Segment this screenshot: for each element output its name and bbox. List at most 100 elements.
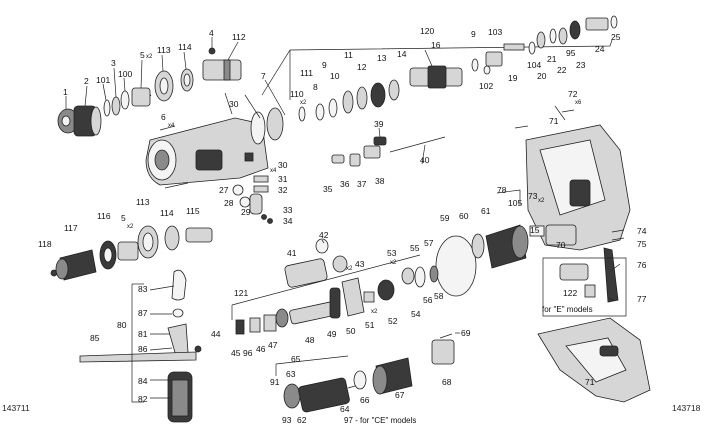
label-95: 95 — [566, 48, 576, 58]
label-66: 66 — [360, 395, 370, 405]
label-40: 40 — [420, 155, 430, 165]
label-117: 117 — [64, 223, 78, 233]
bracket-120 — [261, 39, 613, 100]
label-103: 103 — [488, 27, 502, 37]
label-19: 19 — [508, 73, 518, 83]
top-chuck-parts — [57, 47, 242, 137]
label-31: 31 — [278, 174, 288, 184]
label-110: 110 — [290, 89, 304, 99]
gear-housing — [145, 79, 286, 186]
label-70: 70 — [556, 240, 566, 250]
label-1: 1 — [63, 87, 68, 97]
label-33: 33 — [283, 205, 293, 215]
label-8: 8 — [313, 82, 318, 92]
label-42: 42 — [319, 230, 329, 240]
label-112: 112 — [232, 32, 246, 42]
label-120: 120 — [420, 26, 434, 36]
label-91: 91 — [270, 377, 280, 387]
label-81: 81 — [138, 329, 148, 339]
label-85: 85 — [90, 333, 100, 343]
label-54: 54 — [411, 309, 421, 319]
label-69: 69 — [461, 328, 471, 338]
label-34: 34 — [283, 216, 293, 226]
label-58: 58 — [434, 291, 444, 301]
label-63: 63 — [286, 369, 296, 379]
label-48: 48 — [305, 335, 315, 345]
switch-parts — [331, 136, 446, 167]
label-64: 64 — [340, 404, 350, 414]
label-80: 80 — [117, 320, 127, 330]
handle-shell — [537, 317, 651, 403]
motor-housing — [514, 109, 631, 251]
label-55: 55 — [410, 243, 420, 253]
label-102: 102 — [479, 81, 493, 91]
label-23: 23 — [576, 60, 586, 70]
label-46: 46 — [256, 344, 266, 354]
label-30a: 30 — [229, 99, 239, 109]
label-43: 43 — [355, 259, 365, 269]
label-7: 7 — [261, 71, 266, 81]
label-62: 62 — [297, 415, 307, 425]
label-27: 27 — [219, 185, 229, 195]
label-115: 115 — [186, 206, 200, 216]
label-61: 61 — [481, 206, 491, 216]
label-57: 57 — [424, 238, 434, 248]
label-6: 6 — [161, 112, 166, 122]
label-49: 49 — [327, 329, 337, 339]
label-25: 25 — [611, 32, 621, 42]
label-100: 100 — [118, 69, 132, 79]
label-114a: 114 — [178, 42, 192, 52]
label-78: 78 — [497, 185, 507, 195]
multiplier-53: x2 — [390, 260, 397, 266]
label-16: 16 — [431, 40, 441, 50]
reference-left: 143711 — [2, 403, 30, 413]
label-37: 37 — [357, 179, 367, 189]
armature — [275, 355, 367, 413]
armature-bearing-area — [435, 189, 545, 297]
label-30b: 30 — [278, 160, 288, 170]
label-45: 45 — [231, 348, 241, 358]
label-101: 101 — [96, 75, 110, 85]
side-handle — [79, 269, 202, 423]
label-3: 3 — [111, 58, 116, 68]
label-35: 35 — [323, 184, 333, 194]
label-83: 83 — [138, 284, 148, 294]
multiplier-43: x2 — [346, 266, 353, 272]
top-spindle-parts — [298, 15, 618, 122]
multiplier-72: x6 — [575, 100, 582, 106]
label-29: 29 — [241, 207, 251, 217]
multiplier-6: x4 — [168, 123, 175, 129]
label-104: 104 — [527, 60, 541, 70]
label-113a: 113 — [157, 45, 171, 55]
pins-small — [159, 125, 273, 224]
stator-brushes — [372, 333, 455, 395]
switch-cord-parts — [542, 224, 627, 317]
label-53: 53 — [387, 248, 397, 258]
label-74: 74 — [637, 226, 647, 236]
label-114b: 114 — [160, 208, 174, 218]
label-2: 2 — [84, 76, 89, 86]
label-5a: 5 — [140, 50, 145, 60]
label-21: 21 — [547, 54, 557, 64]
label-5b: 5 — [121, 213, 126, 223]
impact-mechanism — [231, 238, 439, 335]
label-38: 38 — [375, 176, 385, 186]
leader-lines — [65, 37, 621, 399]
label-47: 47 — [268, 340, 278, 350]
label-82: 82 — [138, 394, 148, 404]
label-14: 14 — [397, 49, 407, 59]
label-41: 41 — [287, 248, 297, 258]
label-68: 68 — [442, 377, 452, 387]
label-59: 59 — [440, 213, 450, 223]
multiplier-110: x2 — [300, 100, 307, 106]
label-86: 86 — [138, 344, 148, 354]
label-72: 72 — [568, 89, 578, 99]
label-24: 24 — [595, 44, 605, 54]
label-15: 15 — [530, 225, 540, 235]
label-116: 116 — [97, 211, 111, 221]
label-105: 105 — [508, 198, 522, 208]
label-75: 75 — [637, 239, 647, 249]
reference-right: 143718 — [672, 403, 701, 413]
label-50: 50 — [346, 326, 356, 336]
label-9a: 9 — [322, 60, 327, 70]
